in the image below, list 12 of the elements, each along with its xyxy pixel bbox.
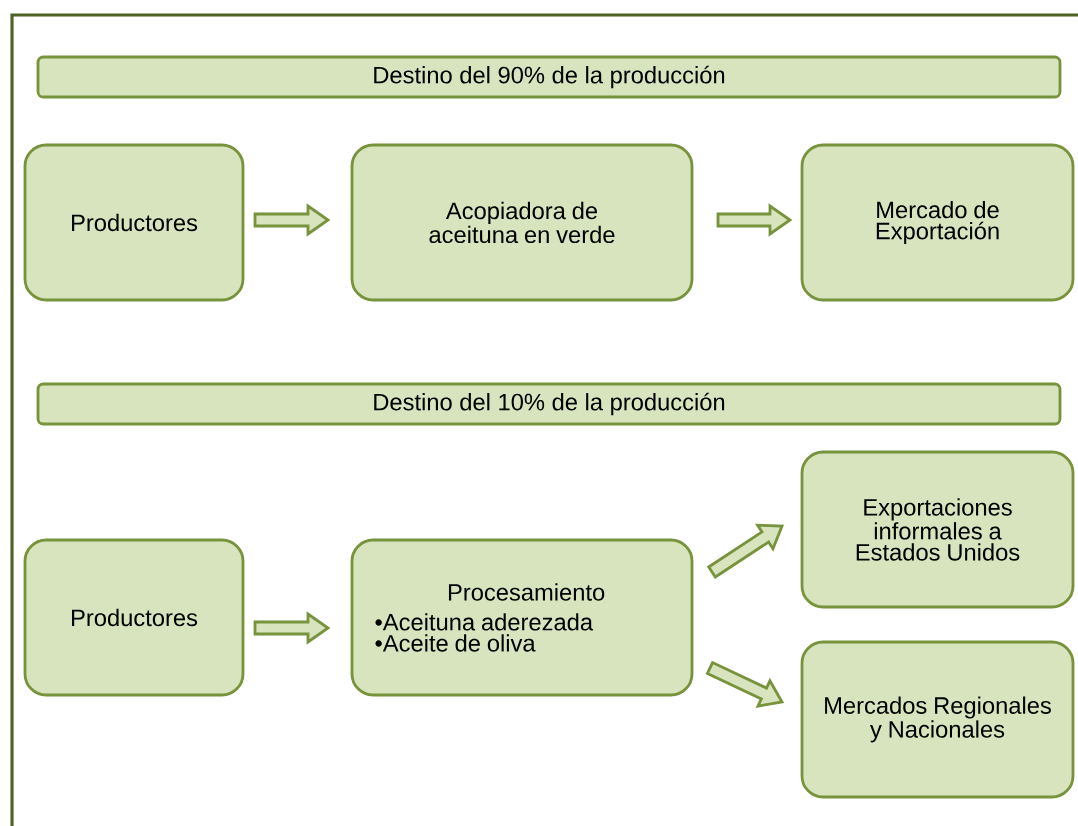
heading-band: Destino del 10% de la producción — [36, 382, 1062, 426]
process-box: Exportaciones informales a Estados Unidos — [800, 450, 1075, 609]
block-arrow — [253, 611, 331, 645]
process-box: Productores — [23, 143, 245, 302]
process-box: Mercado de Exportación — [800, 143, 1075, 302]
process-box: Mercados Regionales y Nacionales — [800, 640, 1075, 799]
heading-band: Destino del 90% de la producción — [36, 55, 1062, 99]
process-box: Productores — [23, 538, 245, 697]
block-arrow — [716, 203, 793, 237]
process-box: Acopiadora de aceituna en verde — [350, 143, 694, 302]
process-box: Procesamiento •Aceituna aderezada •Aceite de oliva — [350, 538, 694, 697]
block-arrow — [253, 203, 331, 237]
